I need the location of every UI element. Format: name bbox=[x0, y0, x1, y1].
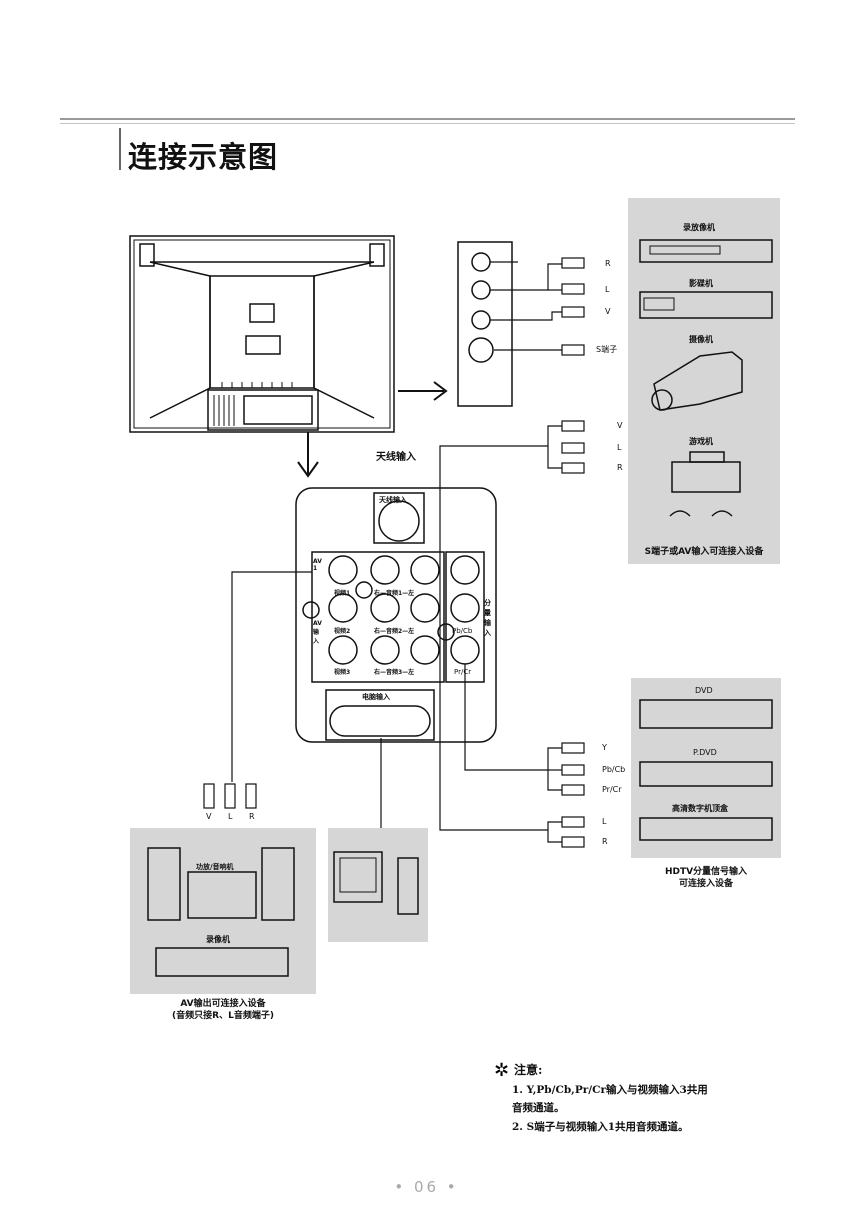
device-dvd: DVD bbox=[695, 686, 713, 695]
jack-label-l2: L bbox=[617, 443, 622, 452]
device-panel-pc bbox=[328, 828, 428, 942]
device-amplifier: 功放/音响机 bbox=[196, 863, 234, 871]
caption-hdtv-line2: 可连接入设备 bbox=[678, 879, 733, 889]
device-panel-hdtv bbox=[631, 678, 781, 858]
panel-video2: 视频2 bbox=[334, 628, 351, 635]
out-label-r: R bbox=[249, 812, 255, 821]
panel-audio2: 右—音频2—左 bbox=[374, 628, 415, 635]
tv-rear-illustration bbox=[129, 235, 395, 433]
panel-pb-label: Pb/Cb bbox=[452, 627, 473, 635]
back-panel bbox=[295, 487, 497, 743]
side-jack-panel bbox=[457, 241, 513, 407]
caption-avout-line2: (音频只接R、L音频端子) bbox=[172, 1011, 274, 1021]
page-title: 连接示意图 bbox=[128, 140, 279, 174]
device-settop-box: 高清数字机顶盒 bbox=[672, 804, 728, 813]
panel-video1: 视频1 bbox=[334, 590, 351, 597]
jack-label-y: Y bbox=[602, 743, 607, 752]
panel-antenna-label: 天线输入 bbox=[379, 496, 407, 504]
panel-video3: 视频3 bbox=[334, 669, 351, 676]
note-line3: 2. S端子与视频输入1共用音频通道。 bbox=[512, 1121, 689, 1133]
panel-av1-side: AV 1 bbox=[313, 558, 322, 572]
caption-avout-line1: AV输出可连接入设备 bbox=[180, 999, 266, 1009]
title-bar bbox=[119, 128, 121, 170]
device-game-console: 游戏机 bbox=[689, 437, 713, 446]
jack-label-l3: L bbox=[602, 817, 607, 826]
jack-label-r: R bbox=[605, 259, 611, 268]
jack-label-pr: Pr/Cr bbox=[602, 785, 622, 794]
panel-vga-label: 电脑输入 bbox=[362, 693, 390, 701]
out-label-l: L bbox=[228, 812, 233, 821]
panel-component-side: 分量输入 bbox=[484, 599, 491, 637]
out-label-v: V bbox=[206, 812, 212, 821]
device-vcr-recorder: 录像机 bbox=[206, 935, 230, 944]
header-rule-thin bbox=[60, 123, 795, 124]
jack-label-pb: Pb/Cb bbox=[602, 765, 626, 774]
jack-label-v: V bbox=[605, 307, 611, 316]
note-title: 注意: bbox=[514, 1063, 543, 1077]
note-line2: 音频通道。 bbox=[512, 1102, 565, 1114]
antenna-input-label: 天线输入 bbox=[376, 452, 416, 463]
note-star-icon: ✲ bbox=[494, 1060, 509, 1081]
device-panel-av bbox=[628, 198, 780, 564]
device-camcorder: 摄像机 bbox=[689, 335, 713, 344]
panel-av-input-side: AV 输入 bbox=[313, 620, 322, 645]
jack-label-l: L bbox=[605, 285, 610, 294]
header-rule bbox=[60, 118, 795, 120]
note-line1: 1. Y,Pb/Cb,Pr/Cr输入与视频输入3共用 bbox=[512, 1084, 708, 1096]
device-disc-player: 影碟机 bbox=[689, 279, 713, 288]
jack-label-s-video: S端子 bbox=[596, 345, 618, 354]
jack-label-v2: V bbox=[617, 421, 623, 430]
device-pdvd: P.DVD bbox=[693, 748, 717, 757]
jack-label-r2: R bbox=[617, 463, 623, 472]
panel-pr-label: Pr/Cr bbox=[454, 668, 472, 676]
device-vcr: 录放像机 bbox=[683, 223, 715, 232]
panel-audio3: 右—音频3—左 bbox=[374, 669, 415, 676]
caption-hdtv-line1: HDTV分量信号输入 bbox=[664, 867, 748, 877]
page-number: • 06 • bbox=[394, 1178, 459, 1196]
panel-audio1: 右—音频1—左 bbox=[374, 590, 415, 597]
caption-av-devices: S端子或AV输入可连接入设备 bbox=[644, 547, 764, 557]
jack-label-r3: R bbox=[602, 837, 608, 846]
device-panel-audio bbox=[130, 828, 316, 994]
